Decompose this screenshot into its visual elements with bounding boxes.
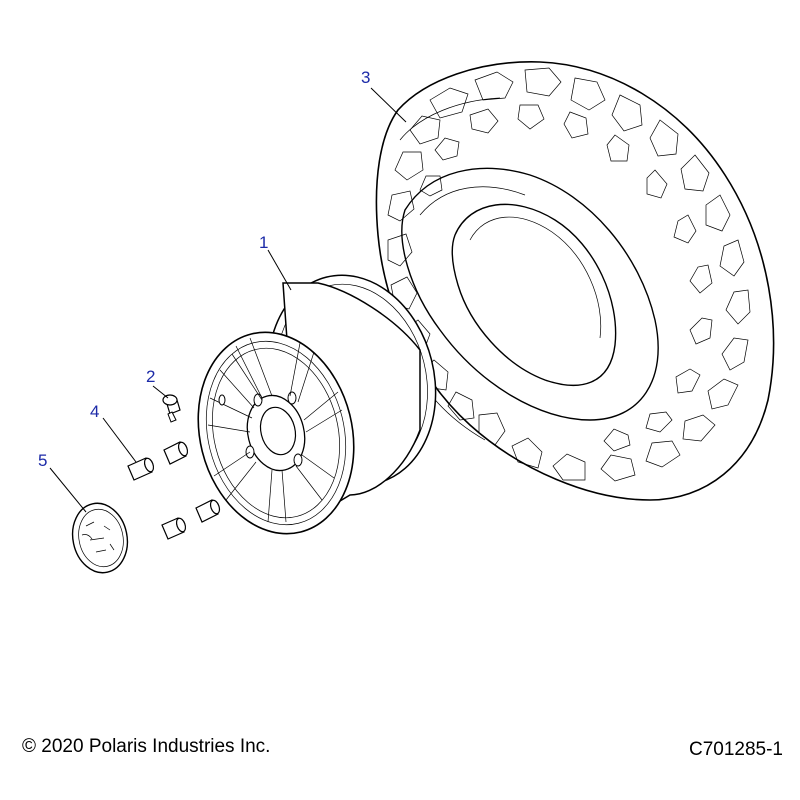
tread-pattern [387, 67, 751, 482]
callout-5: 5 [38, 451, 47, 470]
callout-leaders [49, 87, 407, 513]
callout-3: 3 [361, 68, 370, 87]
copyright-notice: © 2020 Polaris Industries Inc. [22, 736, 271, 757]
lug-nut [161, 517, 187, 540]
lug-nut [163, 441, 189, 465]
callout-1: 1 [259, 233, 268, 252]
lug-nut [127, 457, 155, 481]
wheel-rim [197, 274, 437, 535]
lug-nuts [127, 441, 221, 540]
center-cap [71, 502, 129, 574]
figure-id: C701285-1 [688, 739, 783, 760]
lug-nut [195, 499, 221, 523]
valve-stem [162, 394, 181, 423]
wheel-spokes [207, 337, 343, 523]
callout-2: 2 [146, 367, 155, 386]
tire [375, 61, 775, 501]
callout-4: 4 [90, 402, 99, 421]
